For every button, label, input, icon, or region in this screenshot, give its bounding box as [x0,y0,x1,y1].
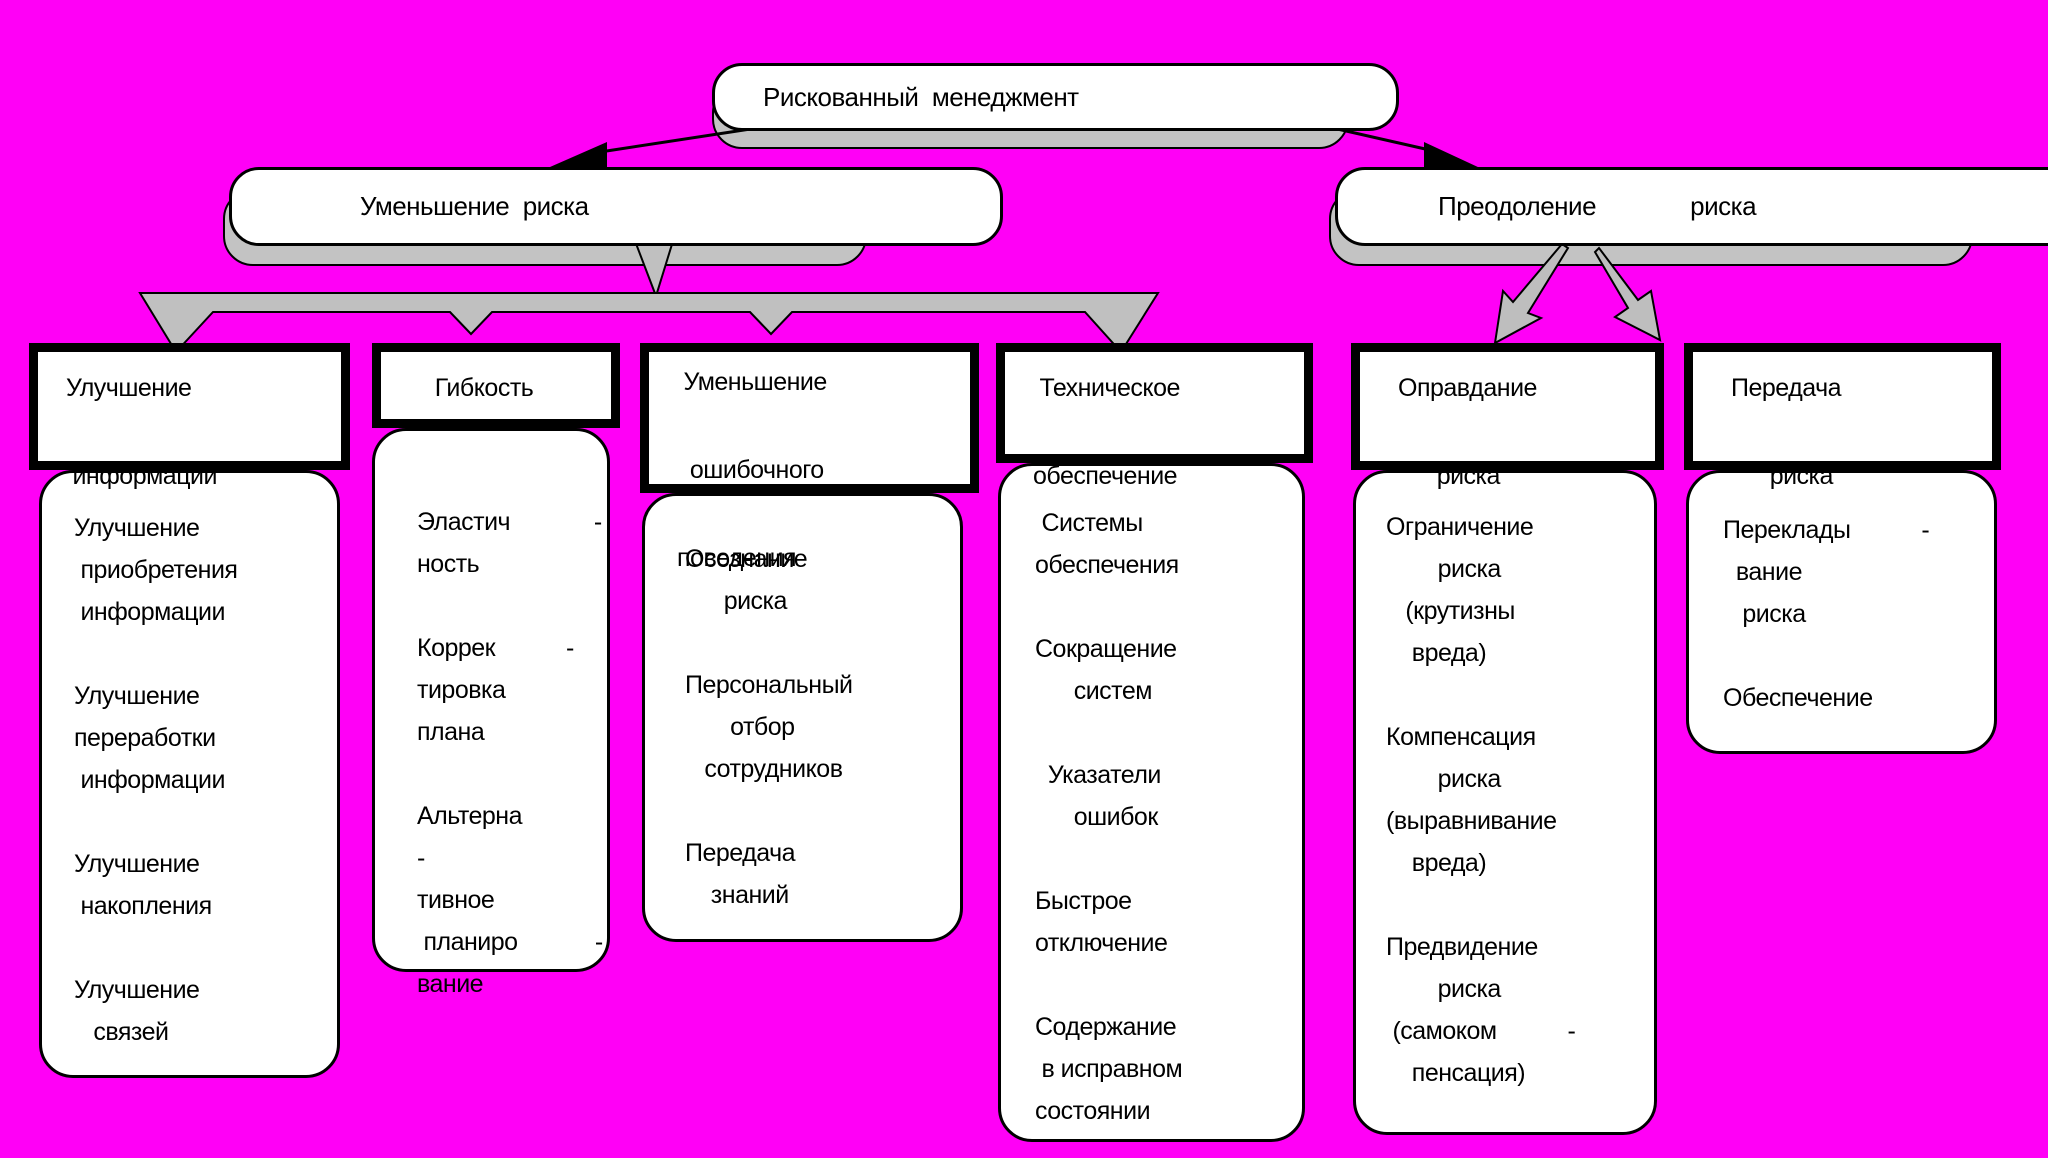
column-body-risk-transfer: Переклады - вание риска Обеспечение [1686,470,1997,754]
column-header-reduce-erroneous-behavior: Уменьшение ошибочного поведения [640,343,979,572]
column-header-risk-transfer: Передача риска [1684,343,2001,490]
arrowhead-left-icon [550,142,607,168]
arrowhead-right-icon [1424,142,1480,168]
connector-line-right [1332,126,1435,153]
column-header-risk-justification: Оправдание риска [1351,343,1664,490]
column-body-improve-information: Улучшение приобретения информации Улучше… [39,470,340,1078]
column-body-reduce-erroneous-behavior: Осознание риска Персональный отбор сотру… [642,493,963,942]
column-body-risk-justification: Ограничение риска (крутизны вреда) Компе… [1353,470,1657,1135]
risk-reduction-label: Уменьшение риска [360,191,589,221]
root-node-label: Рискованный менеджмент [763,81,1079,112]
connector-line-left [599,126,758,154]
block-arrow-justification-icon [1493,242,1570,345]
column-header-improve-information: Улучшение информации [29,343,350,490]
stem-arrow [633,240,675,300]
node-risk-management: Рискованный менеджмент [712,63,1399,131]
column-header-technical-support: Техническое обеспечение [996,343,1313,490]
column-body-technical-support: Системы обеспечения Сокращение систем Ук… [998,463,1305,1142]
block-arrow-transfer-icon [1593,246,1662,342]
column-body-flexibility: Эластич - ность Коррек - тировка плана А… [372,428,610,998]
node-risk-reduction: Уменьшение риска [229,167,1003,246]
node-risk-overcoming: Преодоление риска [1335,167,2048,246]
risk-overcoming-label: Преодоление риска [1438,191,1757,221]
column-header-flexibility: Гибкость [372,343,620,428]
